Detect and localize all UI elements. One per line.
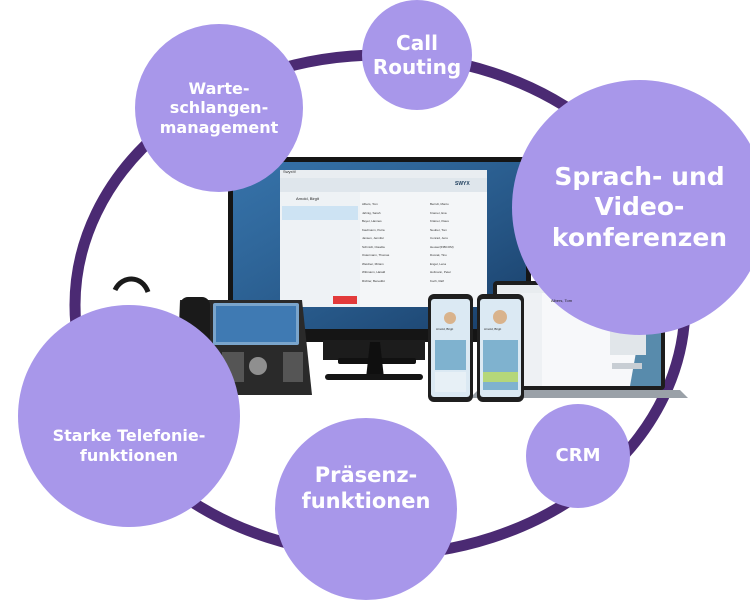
monitor <box>228 157 531 380</box>
bubble-text: Warte- <box>188 78 250 98</box>
contact-list-item[interactable]: Schmidt, Claudia <box>362 244 385 249</box>
smartphones <box>428 294 524 402</box>
contact-list-item[interactable]: Weidner, Miriam <box>362 261 384 266</box>
bubble-text: konferenzen <box>551 222 728 252</box>
contact-list-item[interactable]: Jansen, Jennifer <box>362 236 385 240</box>
contact-list-item[interactable]: Berndt, Marco <box>430 202 449 206</box>
bubble-text: funktionen <box>301 489 431 513</box>
bubble-text: CRM <box>555 445 601 467</box>
contact-list-item[interactable]: Dvorak, Tino <box>430 253 447 257</box>
contact-list-item[interactable]: Wittmann, Harald <box>362 270 386 274</box>
contact-list-item[interactable]: Hofmann, Peter <box>430 270 452 274</box>
contact-list-item[interactable]: Koch, Ralf <box>430 278 444 283</box>
bubble-text: management <box>159 117 279 137</box>
bubble-text: funktionen <box>79 446 179 465</box>
contact-list-item[interactable]: Jahnig, Sarah <box>362 210 381 215</box>
screen-brand: SWYX <box>455 181 470 187</box>
bubble-text: Video- <box>594 192 685 222</box>
contact-list-item[interactable]: Albers, Tom <box>362 202 378 206</box>
contact-list-item[interactable]: Kramer, Eva <box>430 210 447 215</box>
bubble-sprach-videokonferenzen: Sprach- und Video- konferenzen <box>512 80 750 335</box>
bubble-telefoniefunktionen: Starke Telefonie- funktionen <box>18 305 240 527</box>
contact-list-item[interactable]: Conrad, Jens <box>430 236 448 240</box>
contact-list-item[interactable]: Richter, Benedikt <box>362 278 385 283</box>
screen-app-name: SwyxIt! <box>283 169 296 174</box>
bubble-text: Präsenz- <box>314 463 418 488</box>
contact-list-item[interactable]: Beyer, Hannes <box>362 219 382 223</box>
contact-list-item[interactable]: Ostermann, Thomas <box>362 253 390 257</box>
bubble-crm: CRM <box>526 404 630 508</box>
phone-left-name: Arnold, Birgit <box>436 327 454 331</box>
bubble-text: Call <box>396 30 438 55</box>
bubble-text: Routing <box>372 55 462 79</box>
contact-list-item[interactable]: Heuser(INBCOM) <box>430 244 454 249</box>
contact-list-item[interactable]: Krämer, Klaus <box>430 219 449 223</box>
bubble-text: schlangen- <box>169 98 269 118</box>
bubble-call-routing: Call Routing <box>362 0 472 110</box>
bubble-text: Starke Telefonie- <box>52 426 206 446</box>
contact-list-item[interactable]: Engel, Lena <box>430 261 447 266</box>
bubble-text: Sprach- und <box>554 161 725 191</box>
bubble-praesenzfunktionen: Präsenz- funktionen <box>275 418 457 600</box>
contact-list-item[interactable]: Neuber, Tom <box>430 227 447 232</box>
screen-caller-name: Arnold, Birgit <box>296 196 319 201</box>
phone-right-name: Arnold, Birgit <box>484 327 502 331</box>
bubble-warteschlangenmanagement: Warte- schlangen- management <box>135 24 303 192</box>
laptop-contact-name: Albers, Tom <box>551 298 573 303</box>
contact-list-item[interactable]: Kaufmann, Petra <box>362 227 385 232</box>
